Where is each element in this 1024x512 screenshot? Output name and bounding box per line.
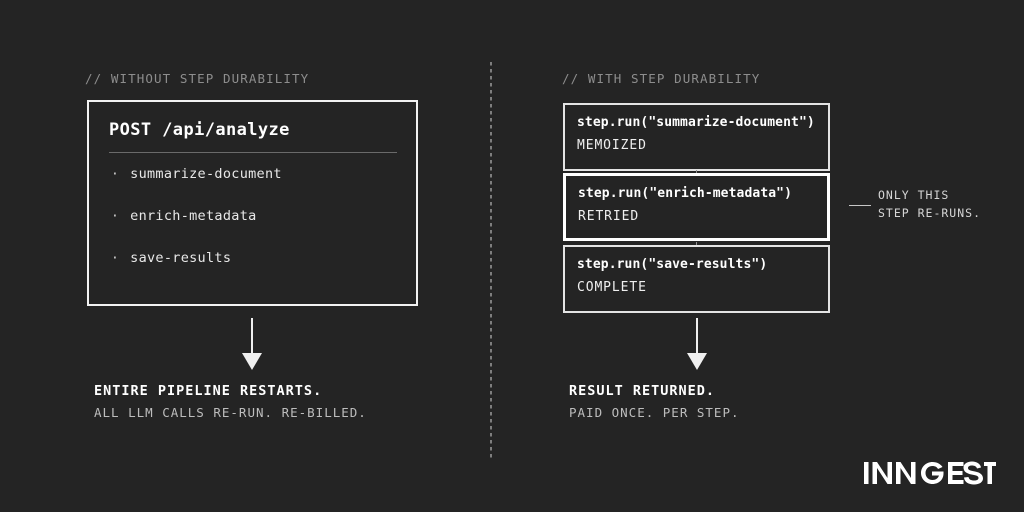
list-item-label: save-results bbox=[130, 250, 232, 266]
down-arrow-icon bbox=[241, 318, 263, 370]
bullet-icon: · bbox=[111, 209, 120, 224]
monolith-request-card: POST /api/analyze · summarize-document · e… bbox=[87, 100, 418, 306]
bullet-icon: · bbox=[111, 251, 120, 266]
step-box-summarize-document: step.run("summarize-document") MEMOIZED bbox=[563, 103, 830, 171]
callout-line-2: STEP RE-RUNS. bbox=[878, 206, 982, 220]
callout-leader-line bbox=[849, 205, 871, 206]
vertical-dotted-divider bbox=[490, 62, 492, 460]
left-caption-headline: ENTIRE PIPELINE RESTARTS. bbox=[94, 383, 323, 399]
list-item: · summarize-document bbox=[111, 166, 282, 182]
step-call-label: step.run("enrich-metadata") bbox=[578, 186, 793, 201]
monolith-endpoint-title: POST /api/analyze bbox=[109, 120, 290, 140]
arrow-shaft bbox=[251, 318, 253, 358]
list-item: · save-results bbox=[111, 250, 231, 266]
arrow-shaft bbox=[696, 318, 698, 358]
step-call-label: step.run("save-results") bbox=[577, 257, 768, 272]
callout-annotation: ONLY THIS STEP RE-RUNS. bbox=[878, 186, 981, 222]
step-box-enrich-metadata: step.run("enrich-metadata") RETRIED bbox=[563, 173, 830, 241]
inngest-logo bbox=[864, 458, 996, 488]
step-call-label: step.run("summarize-document") bbox=[577, 115, 815, 130]
step-box-save-results: step.run("save-results") COMPLETE bbox=[563, 245, 830, 313]
list-item-label: enrich-metadata bbox=[130, 208, 257, 224]
inngest-wordmark-icon bbox=[864, 461, 996, 485]
callout-line-1: ONLY THIS bbox=[878, 188, 950, 202]
left-column-comment: // WITHOUT STEP DURABILITY bbox=[85, 71, 310, 86]
list-item: · enrich-metadata bbox=[111, 208, 257, 224]
arrow-head bbox=[242, 353, 262, 370]
status-badge: COMPLETE bbox=[577, 280, 647, 295]
right-column-comment: // WITH STEP DURABILITY bbox=[562, 71, 761, 86]
status-badge: RETRIED bbox=[578, 209, 640, 224]
monolith-title-divider bbox=[109, 152, 397, 153]
right-caption-subline: PAID ONCE. PER STEP. bbox=[569, 405, 740, 420]
left-caption-subline: ALL LLM CALLS RE-RUN. RE-BILLED. bbox=[94, 405, 367, 420]
status-badge: MEMOIZED bbox=[577, 138, 647, 153]
list-item-label: summarize-document bbox=[130, 166, 282, 182]
left-caption: ENTIRE PIPELINE RESTARTS. ALL LLM CALLS … bbox=[94, 380, 367, 424]
right-caption-headline: RESULT RETURNED. bbox=[569, 383, 716, 399]
right-caption: RESULT RETURNED. PAID ONCE. PER STEP. bbox=[569, 380, 740, 424]
bullet-icon: · bbox=[111, 167, 120, 182]
down-arrow-icon bbox=[686, 318, 708, 370]
arrow-head bbox=[687, 353, 707, 370]
